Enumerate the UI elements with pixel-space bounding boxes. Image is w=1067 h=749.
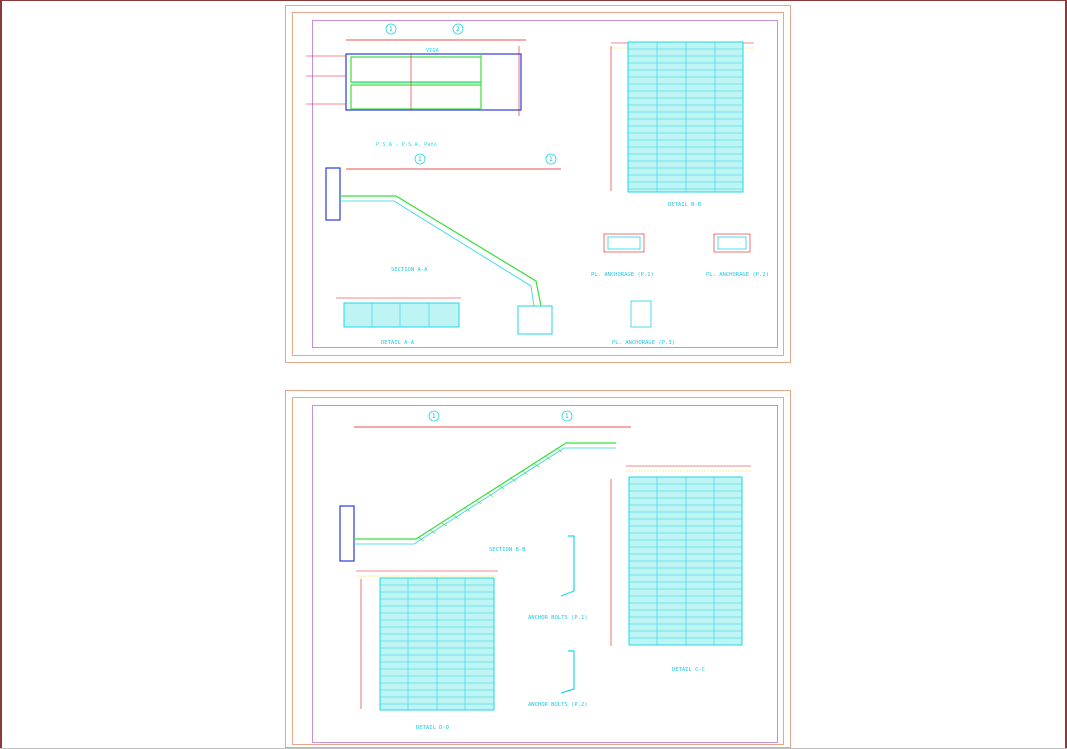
stair-step [501,259,508,265]
anchorage-plates: PL. ANCHORAGE (P.1) PL. ANCHORAGE (P.2) … [591,233,769,346]
stair-step [429,529,436,534]
stair-step [532,462,540,468]
section-aa: 1 1 SECTION A-A [325,153,561,335]
anchorage-1-title: PL. ANCHORAGE (P.1) [591,272,654,278]
stair-step [486,492,494,497]
axis-bubble-1: 1 [389,26,393,33]
stair-step [443,224,451,230]
beam-label: VIGA [426,48,439,54]
stair-step [463,507,471,512]
anchor-bolts: ANCHOR BOLTS (P.1) ANCHOR BOLTS (P.2) [528,535,588,708]
axis-bubble-2: 2 [456,26,460,33]
section-bb-title: SECTION B-B [489,547,526,553]
detail-aa-title: DETAIL A-A [381,340,415,346]
sheet-2: 1 1 SECTION B-B ANCHOR BOLTS (P.1) ANCHO… [285,390,791,748]
stair-step [498,484,505,490]
section-aa-title: SECTION A-A [391,267,428,273]
detail-cc-title: DETAIL C-C [672,667,705,673]
stair-step [420,210,428,216]
sheet-1-border [292,12,784,356]
sheet-1-drawing: 1 2 VIGA P.S.A - P.S.A. Paño [306,23,769,346]
stair-step [521,470,528,475]
sheet-2-frame [312,405,778,743]
detail-bb: DETAIL B-B [610,41,754,208]
detail-dd-title: DETAIL D-D [416,725,449,731]
sheet-2-drawing: 1 1 SECTION B-B ANCHOR BOLTS (P.1) ANCHO… [339,410,751,731]
detail-dd: DETAIL D-D [356,570,498,731]
stair-step [466,238,474,244]
axis-bubble-6: 1 [565,413,569,420]
anchor-2-title: ANCHOR BOLTS (P.2) [528,702,588,708]
stair-step [397,196,405,202]
stair-step [512,266,520,272]
sheet-1-frame [312,20,778,348]
stair-step [489,252,497,258]
sheet-1: 1 2 VIGA P.S.A - P.S.A. Paño [285,5,791,363]
axis-bubble-4: 1 [549,156,553,163]
stair-step [478,245,485,251]
plan-view: 1 2 VIGA P.S.A - P.S.A. Paño [306,23,526,148]
detail-bb-title: DETAIL B-B [668,202,702,208]
stair-step [509,477,517,483]
sheet-2-border [292,397,784,745]
anchorage-3-title: PL. ANCHORAGE (P.3) [612,340,675,346]
plan-title: P.S.A - P.S.A. Paño [376,142,437,148]
stair-step [432,217,439,223]
stair-step [440,521,448,527]
axis-bubble-5: 1 [432,413,436,420]
detail-aa: DETAIL A-A [336,297,461,346]
stair-step [455,231,462,237]
stair-step [555,447,563,453]
detail-cc: DETAIL C-C [610,465,751,673]
stair-step [417,536,425,542]
stair-step [452,514,459,520]
anchorage-2-title: PL. ANCHORAGE (P.2) [706,272,769,278]
stair-step [475,499,482,505]
stair-step [409,203,416,209]
section-bb: 1 1 SECTION B-B [339,410,631,562]
axis-bubble-3: 1 [418,156,422,163]
stair-step [524,273,531,279]
stair-step [544,455,551,460]
anchor-1-title: ANCHOR BOLTS (P.1) [528,615,588,621]
